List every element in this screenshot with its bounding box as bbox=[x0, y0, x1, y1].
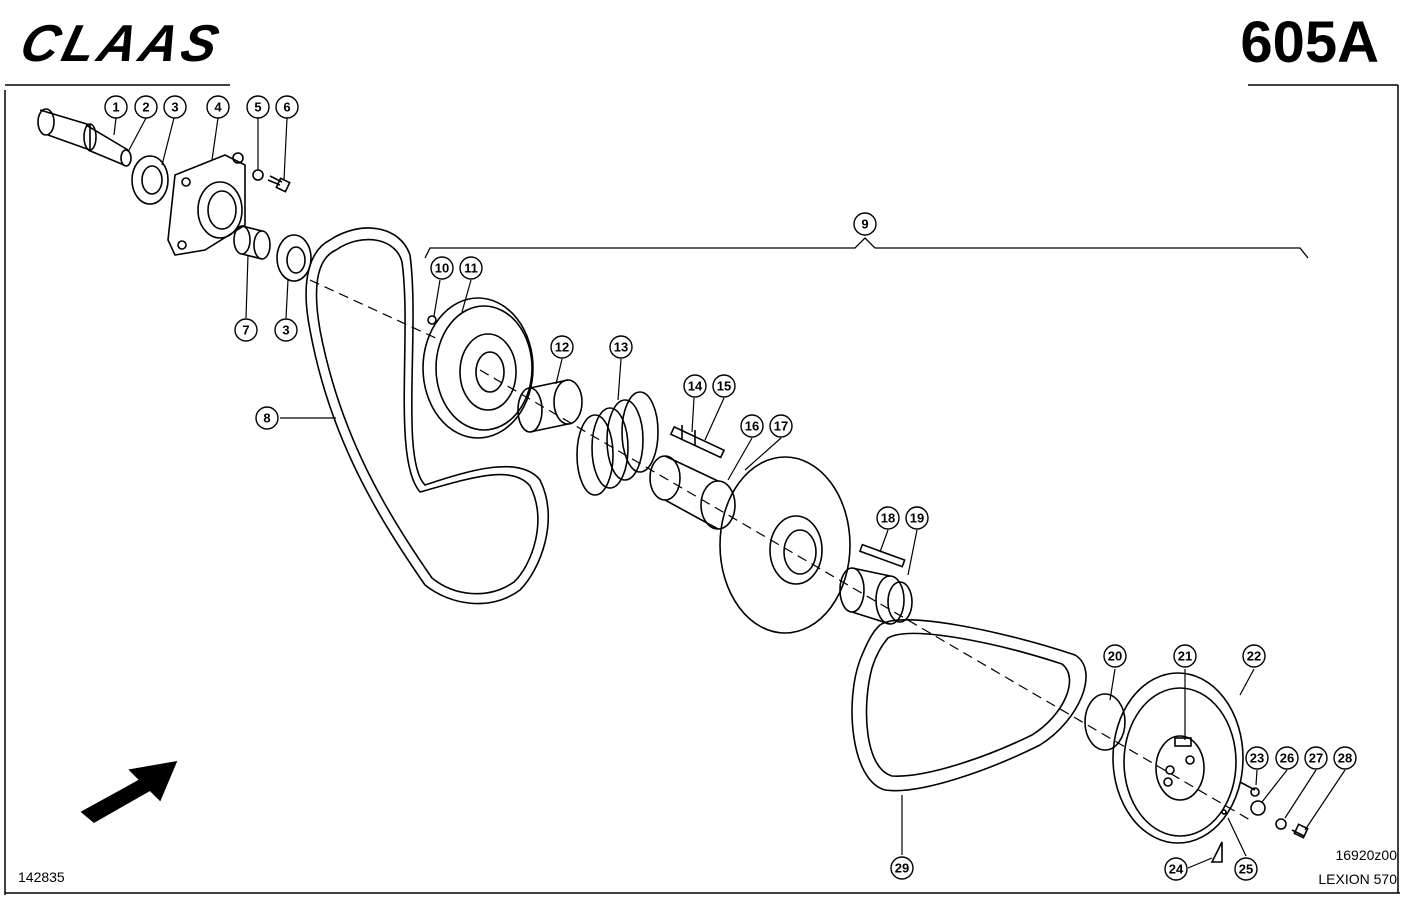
callout-3b: 3 bbox=[274, 318, 298, 342]
callout-label-27: 27 bbox=[1309, 751, 1323, 766]
group-bracket bbox=[424, 237, 1309, 259]
callout-label-10: 10 bbox=[435, 261, 449, 276]
callout-label-12: 12 bbox=[555, 340, 569, 355]
seal-part bbox=[131, 155, 169, 205]
callout-label-5: 5 bbox=[254, 100, 261, 115]
callout-label-28: 28 bbox=[1338, 751, 1352, 766]
callout-15: 15 bbox=[712, 374, 736, 398]
callout-label-24: 24 bbox=[1169, 862, 1184, 877]
key-and-ring-parts bbox=[839, 543, 913, 625]
callout-2: 2 bbox=[134, 95, 158, 119]
callout-label-22: 22 bbox=[1247, 649, 1261, 664]
callout-29: 29 bbox=[890, 856, 914, 880]
callout-label-19: 19 bbox=[910, 511, 924, 526]
callout-9: 9 bbox=[853, 212, 877, 236]
callout-label-15: 15 bbox=[717, 379, 731, 394]
callout-22: 22 bbox=[1242, 644, 1266, 668]
callout-label-14: 14 bbox=[688, 379, 703, 394]
callout-8: 8 bbox=[255, 406, 279, 430]
model-label: LEXION 570 bbox=[1318, 871, 1397, 887]
callout-label-4: 4 bbox=[214, 100, 222, 115]
callout-13: 13 bbox=[609, 335, 633, 359]
spring-part bbox=[576, 391, 659, 496]
bolt-part bbox=[267, 175, 291, 193]
direction-arrow bbox=[80, 760, 178, 823]
callout-label-6: 6 bbox=[283, 100, 290, 115]
page-code: 605A bbox=[1240, 10, 1379, 75]
leader-lines bbox=[113, 117, 1346, 869]
callout-label-8: 8 bbox=[263, 411, 270, 426]
callout-label-9: 9 bbox=[861, 217, 868, 232]
callout-label-26: 26 bbox=[1280, 751, 1294, 766]
callout-label-25: 25 bbox=[1239, 862, 1253, 877]
callout-11: 11 bbox=[459, 256, 483, 280]
callout-label-3b: 3 bbox=[282, 323, 289, 338]
callout-16: 16 bbox=[740, 414, 764, 438]
variator-belt-part bbox=[851, 619, 1087, 792]
drive-belt-part bbox=[305, 227, 549, 605]
callout-28: 28 bbox=[1333, 746, 1357, 770]
callout-7: 7 bbox=[234, 318, 258, 342]
callout-27: 27 bbox=[1304, 746, 1328, 770]
callout-14: 14 bbox=[683, 374, 707, 398]
hub-part bbox=[649, 455, 736, 530]
callout-21: 21 bbox=[1173, 644, 1197, 668]
callout-17: 17 bbox=[769, 414, 793, 438]
callout-label-2: 2 bbox=[142, 100, 149, 115]
callout-label-7: 7 bbox=[242, 323, 249, 338]
callout-label-1: 1 bbox=[112, 100, 119, 115]
seal-part-2 bbox=[276, 234, 312, 282]
callout-12: 12 bbox=[550, 335, 574, 359]
washer-part bbox=[252, 169, 264, 181]
shaft-part bbox=[37, 108, 132, 167]
callout-label-18: 18 bbox=[881, 511, 895, 526]
drawing-code: 16920z00 bbox=[1335, 847, 1397, 863]
callout-20: 20 bbox=[1103, 644, 1127, 668]
drawing-frame bbox=[4, 84, 1400, 895]
callout-label-13: 13 bbox=[614, 340, 628, 355]
fastener-parts bbox=[1210, 781, 1309, 863]
callout-23: 23 bbox=[1245, 746, 1269, 770]
bearing-housing-part bbox=[167, 152, 246, 256]
rear-disc-part bbox=[1112, 672, 1244, 844]
callout-24: 24 bbox=[1164, 857, 1188, 881]
callout-label-23: 23 bbox=[1250, 751, 1264, 766]
callout-1: 1 bbox=[104, 95, 128, 119]
callout-19: 19 bbox=[905, 506, 929, 530]
pulley-part bbox=[422, 297, 534, 439]
center-axis bbox=[309, 279, 1251, 821]
parts-artwork bbox=[37, 108, 1309, 863]
callout-label-21: 21 bbox=[1178, 649, 1192, 664]
callout-label-3: 3 bbox=[171, 100, 178, 115]
pin-parts bbox=[669, 425, 726, 459]
bushing-part bbox=[233, 225, 271, 260]
footer-left-code: 142835 bbox=[18, 869, 65, 885]
callout-label-11: 11 bbox=[464, 261, 478, 276]
o-ring-part bbox=[1084, 693, 1126, 751]
callout-label-16: 16 bbox=[745, 419, 759, 434]
disc-part bbox=[719, 456, 851, 634]
callout-25: 25 bbox=[1234, 857, 1258, 881]
callout-18: 18 bbox=[876, 506, 900, 530]
callout-6: 6 bbox=[275, 95, 299, 119]
callout-10: 10 bbox=[430, 256, 454, 280]
callout-26: 26 bbox=[1275, 746, 1299, 770]
callout-label-29: 29 bbox=[895, 861, 909, 876]
callout-label-17: 17 bbox=[774, 419, 788, 434]
callout-3: 3 bbox=[163, 95, 187, 119]
callout-5: 5 bbox=[246, 95, 270, 119]
sleeve-part bbox=[517, 379, 583, 433]
callout-label-20: 20 bbox=[1108, 649, 1122, 664]
callout-4: 4 bbox=[206, 95, 230, 119]
